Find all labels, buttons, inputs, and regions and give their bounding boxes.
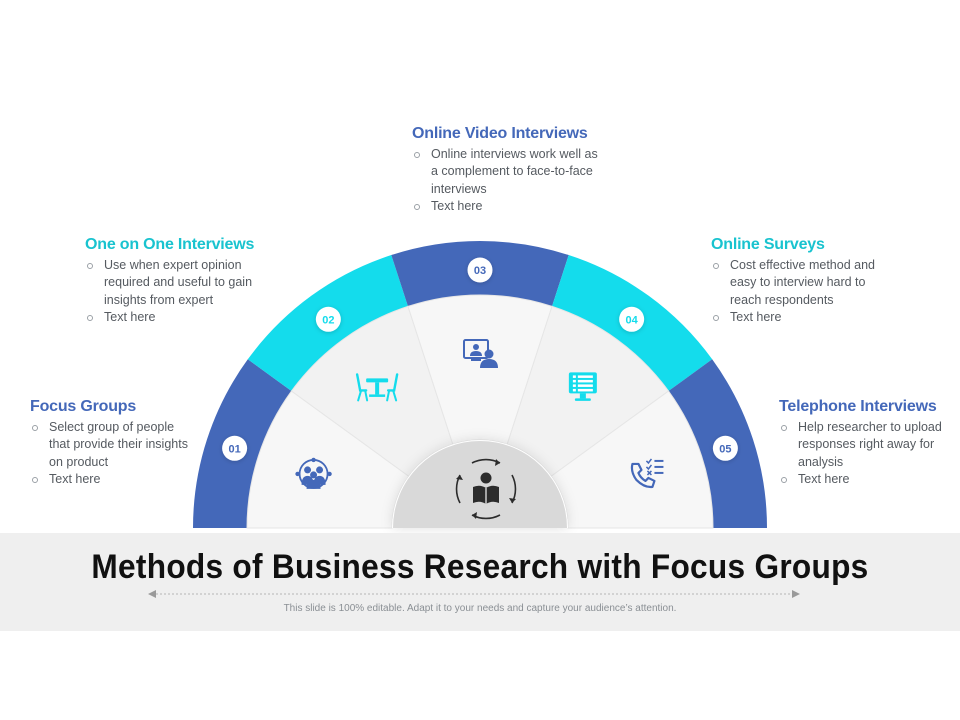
number-badge-01: 01 xyxy=(222,435,248,461)
item-heading: Online Surveys xyxy=(711,236,825,253)
bullet: Help researcher to upload responses righ… xyxy=(779,419,949,471)
bullet: Text here xyxy=(30,471,195,488)
phone-checklist-icon xyxy=(630,458,664,489)
badge-number: 05 xyxy=(719,443,731,455)
item-heading: Telephone Interviews xyxy=(779,398,937,415)
bullet: Online interviews work well as a complem… xyxy=(412,146,602,198)
bullet: Use when expert opinion required and use… xyxy=(85,257,270,309)
badge-number: 03 xyxy=(474,265,486,277)
badge-number: 02 xyxy=(322,314,334,326)
item-heading: Focus Groups xyxy=(30,398,137,415)
item-03-text: Online Video Interviews Online interview… xyxy=(412,125,602,216)
badge-number: 01 xyxy=(229,443,241,455)
subtitle: This slide is 100% editable. Adapt it to… xyxy=(283,603,677,614)
meeting-table-icon xyxy=(355,373,399,402)
team-network-icon xyxy=(295,457,332,489)
item-01-text: Focus Groups Select group of people that… xyxy=(30,398,195,489)
segment-icons xyxy=(295,339,664,489)
bullet: Text here xyxy=(711,309,896,326)
page-title: Methods of Business Research with Focus … xyxy=(91,548,869,586)
item-heading: One on One Interviews xyxy=(85,236,255,253)
item-02-text: One on One Interviews Use when expert op… xyxy=(85,236,270,327)
video-call-icon xyxy=(463,339,498,368)
item-heading: Online Video Interviews xyxy=(412,125,588,142)
number-badge-02: 02 xyxy=(315,306,341,332)
survey-monitor-icon xyxy=(568,372,597,401)
bullet: Text here xyxy=(85,309,270,326)
bullet: Text here xyxy=(779,471,949,488)
bullet: Cost effective method and easy to interv… xyxy=(711,257,896,309)
bullet: Text here xyxy=(412,198,602,215)
number-badge-04: 04 xyxy=(619,306,645,332)
semicircle-diagram: 01 02 03 04 05 xyxy=(193,241,767,529)
item-05-text: Telephone Interviews Help researcher to … xyxy=(779,398,949,489)
research-reader-cycle-icon xyxy=(455,458,517,520)
item-04-text: Online Surveys Cost effective method and… xyxy=(711,236,896,327)
center-hub xyxy=(392,440,568,528)
bullet: Select group of people that provide thei… xyxy=(30,419,195,471)
number-badge-05: 05 xyxy=(712,435,738,461)
badge-number: 04 xyxy=(626,314,639,326)
number-badges: 01 02 03 04 05 xyxy=(222,257,738,461)
number-badge-03: 03 xyxy=(467,257,493,283)
title-divider xyxy=(148,590,800,598)
title-band xyxy=(0,533,960,631)
